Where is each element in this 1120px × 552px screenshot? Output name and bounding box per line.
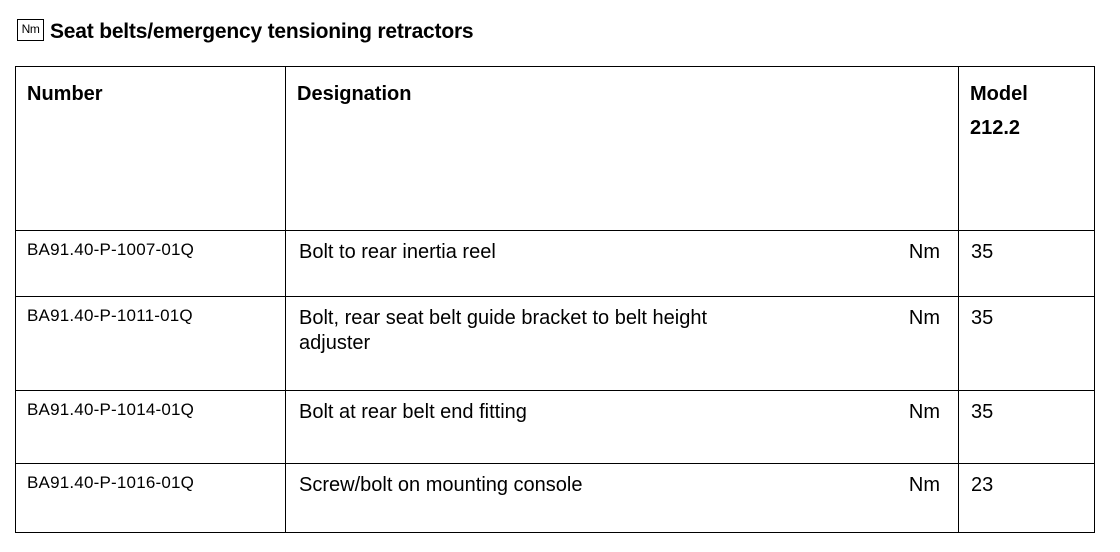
column-header-model: Model 212.2	[958, 66, 1095, 231]
table-row: BA91.40-P-1011-01Q Bolt, rear seat belt …	[15, 296, 1095, 391]
model-value: 212.2	[970, 117, 1021, 139]
designation-text: Screw/bolt on mounting console	[299, 474, 583, 496]
torque-spec-table: Number Designation Model 212.2 BA91.40-P…	[15, 66, 1095, 533]
designation-text: Bolt at rear belt end fitting	[299, 401, 527, 423]
cell-designation: Bolt to rear inertia reel Nm	[285, 230, 959, 297]
column-header-designation: Designation	[285, 66, 959, 231]
page-title: Seat belts/emergency tensioning retracto…	[50, 20, 474, 43]
table-header-row: Number Designation Model 212.2	[15, 66, 1095, 231]
designation-text: Bolt to rear inertia reel	[299, 241, 496, 263]
page-title-row: Nm Seat belts/emergency tensioning retra…	[17, 18, 474, 46]
cell-designation: Bolt, rear seat belt guide bracket to be…	[285, 296, 959, 391]
unit-label: Nm	[908, 241, 940, 263]
model-label: Model	[970, 83, 1028, 105]
cell-designation: Bolt at rear belt end fitting Nm	[285, 390, 959, 464]
cell-value: 23	[958, 463, 1095, 533]
cell-value: 35	[958, 390, 1095, 464]
unit-label: Nm	[908, 307, 940, 329]
cell-designation: Screw/bolt on mounting console Nm	[285, 463, 959, 533]
cell-number: BA91.40-P-1016-01Q	[15, 463, 286, 533]
unit-label: Nm	[908, 401, 940, 423]
cell-value: 35	[958, 296, 1095, 391]
table-row: BA91.40-P-1007-01Q Bolt to rear inertia …	[15, 230, 1095, 297]
cell-value: 35	[958, 230, 1095, 297]
designation-text: Bolt, rear seat belt guide bracket to be…	[299, 307, 708, 354]
table-row: BA91.40-P-1014-01Q Bolt at rear belt end…	[15, 390, 1095, 464]
unit-label: Nm	[908, 474, 940, 496]
column-header-number: Number	[15, 66, 286, 231]
cell-number: BA91.40-P-1011-01Q	[15, 296, 286, 391]
cell-number: BA91.40-P-1014-01Q	[15, 390, 286, 464]
cell-number: BA91.40-P-1007-01Q	[15, 230, 286, 297]
torque-nm-icon: Nm	[17, 19, 44, 41]
table-row: BA91.40-P-1016-01Q Screw/bolt on mountin…	[15, 463, 1095, 533]
